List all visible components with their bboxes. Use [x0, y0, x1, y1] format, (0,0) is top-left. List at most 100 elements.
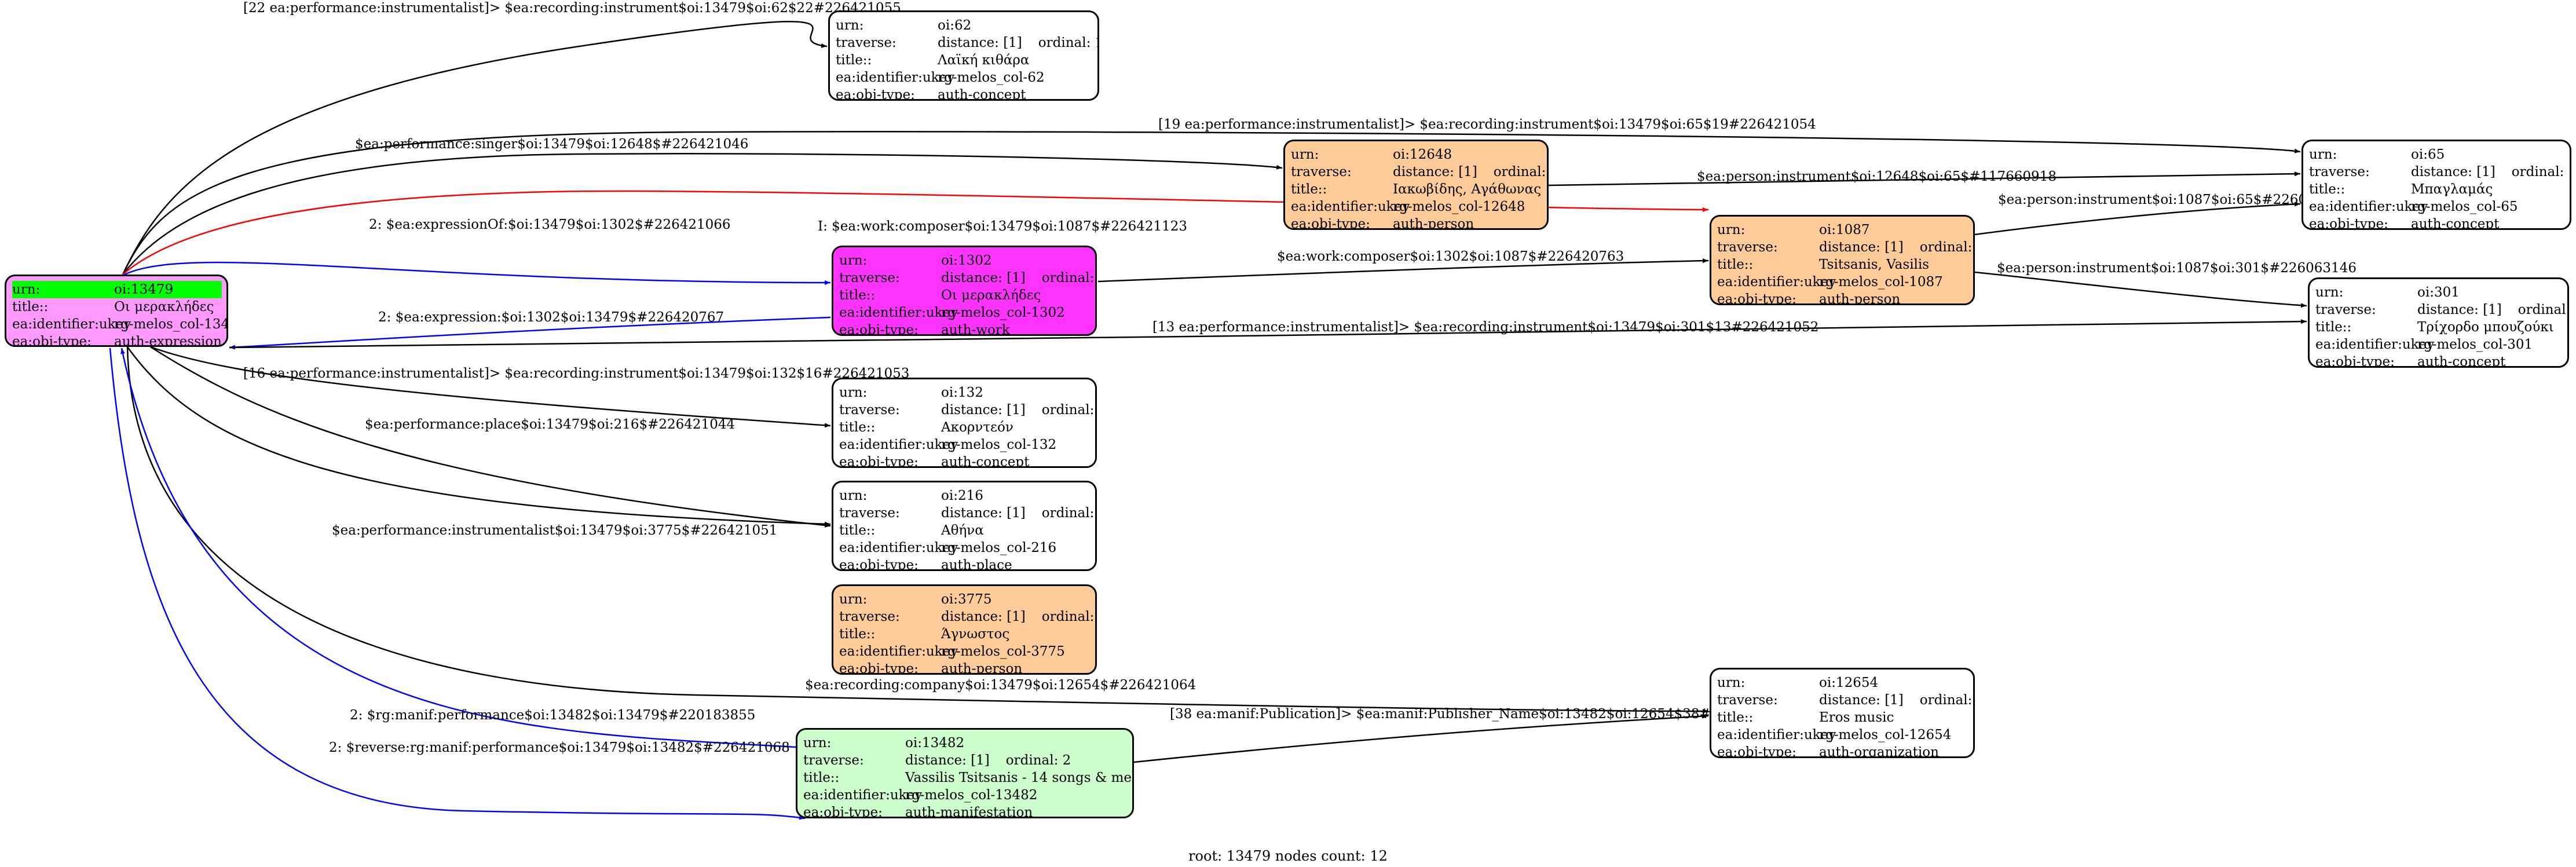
field-value: distance: [1]	[941, 506, 1026, 521]
node-field-row: urn:oi:65	[2309, 146, 2570, 163]
field-key: ea:identifier:ukey	[1717, 727, 1836, 742]
field-ordinal: ordinal: 11	[1038, 35, 1097, 50]
node-field-row: ea:obj-type:auth-concept	[839, 453, 1095, 466]
field-key: title::	[803, 770, 840, 785]
field-key: urn:	[839, 253, 868, 268]
field-key: title::	[1717, 257, 1754, 272]
field-key: traverse:	[839, 609, 900, 624]
field-ordinal: ordinal: 2	[1005, 753, 1071, 768]
node-field-row: title::Αθήνα	[839, 522, 1095, 539]
edge-label: $ea:person:instrument$oi:1087$oi:65$#226…	[1998, 192, 2349, 207]
edge-e10	[229, 316, 831, 350]
node-field-row: ea:obj-type:auth-manifestation	[803, 804, 1132, 818]
edge-e9	[1974, 271, 2307, 308]
field-key: urn:	[803, 736, 832, 751]
edge-e15	[126, 346, 1709, 714]
field-key: ea:identifier:ukey	[839, 540, 958, 555]
node-field-row: traverse:distance: [1]ordinal: 7	[839, 608, 1095, 625]
field-key: title::	[2315, 320, 2352, 335]
node-field-row: title::Ακορντεόν	[839, 419, 1095, 436]
edge-label: [13 ea:performance:instrumentalist]> $ea…	[1152, 320, 1818, 335]
node-field-row: urn:oi:216	[839, 487, 1095, 504]
field-value: Τρίχορδο μπουζούκι	[2417, 320, 2554, 335]
node-field-row: traverse:distance: [1]ordinal: 6	[1291, 163, 1547, 181]
field-value: oi:62	[938, 18, 972, 33]
field-value: rg-melos_col-62	[938, 70, 1045, 85]
field-value: oi:12654	[1819, 675, 1879, 690]
field-value: Tsitsanis, Vasilis	[1819, 257, 1930, 272]
field-value: auth-concept	[938, 87, 1026, 101]
edge-e14	[126, 346, 831, 526]
field-value: rg-melos_col-13482	[905, 788, 1038, 803]
field-key: ea:identifier:ukey	[839, 437, 958, 452]
field-value: auth-person	[1819, 292, 1901, 305]
field-ordinal: ordinal: 9	[1041, 403, 1095, 418]
edge-label: $ea:work:composer$oi:1302$oi:1087$#22642…	[1277, 249, 1624, 264]
field-key: urn:	[839, 592, 868, 607]
node-field-row: ea:obj-type:auth-person	[1291, 215, 1547, 228]
node-field-row: traverse:distance: [1]ordinal: 11	[836, 34, 1097, 52]
node-field-row: title::Μπαγλαμάς	[2309, 181, 2570, 198]
field-value: oi:12648	[1393, 147, 1452, 162]
field-key: ea:obj-type:	[803, 805, 883, 818]
edge-label: I: $ea:work:composer$oi:13479$oi:1087$#2…	[818, 219, 1187, 234]
node-field-row: traverse:distance: [1]ordinal: 8	[2315, 301, 2567, 319]
field-key: title::	[839, 627, 876, 642]
node-field-row: ea:obj-type:auth-organization	[1717, 744, 1973, 756]
field-key: urn:	[1717, 675, 1746, 690]
field-value: auth-concept	[2411, 217, 2500, 230]
edge-label: [19 ea:performance:instrumentalist]> $ea…	[1158, 117, 1816, 132]
node-field-row: title::Eros music	[1717, 709, 1973, 726]
field-value: distance: [1]	[938, 35, 1022, 50]
edge-label: [38 ea:manif:Publication]> $ea:manif:Pub…	[1170, 707, 1787, 722]
field-value: auth-concept	[2417, 354, 2506, 368]
field-value: rg-melos_col-301	[2417, 337, 2533, 352]
field-key: ea:identifier:ukey	[2309, 199, 2428, 214]
field-key: ea:obj-type:	[839, 323, 919, 336]
field-key: ea:obj-type:	[1717, 292, 1796, 305]
node-field-row: urn:oi:13479	[12, 281, 222, 298]
field-ordinal: ordinal: 4	[1041, 506, 1095, 521]
field-value: Vassilis Tsitsanis - 14 songs & melodies	[905, 770, 1132, 785]
node-field-row: urn: oi:12648	[1291, 146, 1547, 163]
field-value: Άγνωστος	[941, 627, 1010, 642]
field-key: urn:	[1291, 147, 1319, 162]
field-key: title::	[1291, 182, 1327, 197]
node-field-row: urn:oi:301	[2315, 284, 2567, 301]
field-key: title::	[1717, 710, 1754, 725]
node-field-row: title::Οι μερακλήδες	[839, 287, 1095, 304]
edge-e13	[150, 346, 831, 528]
edge-e2	[122, 131, 2301, 275]
field-value: distance: [1]	[941, 403, 1026, 418]
node-field-row: urn:oi:132	[839, 384, 1095, 401]
field-value: Eros music	[1819, 710, 1894, 725]
field-key: ea:identifier:ukey	[1717, 275, 1836, 290]
field-key: ea:identifier:ukey	[836, 70, 955, 85]
field-value: distance: [1]	[941, 609, 1026, 624]
node-field-row: title::Ιακωβίδης, Αγάθωνας	[1291, 181, 1547, 198]
node-field-row: urn:oi:3775	[839, 591, 1095, 608]
field-value: rg-melos_col-65	[2411, 199, 2518, 214]
edge-label: $ea:performance:instrumentalist$oi:13479…	[332, 523, 777, 538]
field-value: oi:132	[941, 385, 983, 400]
field-value: distance: [1]	[1819, 240, 1904, 255]
